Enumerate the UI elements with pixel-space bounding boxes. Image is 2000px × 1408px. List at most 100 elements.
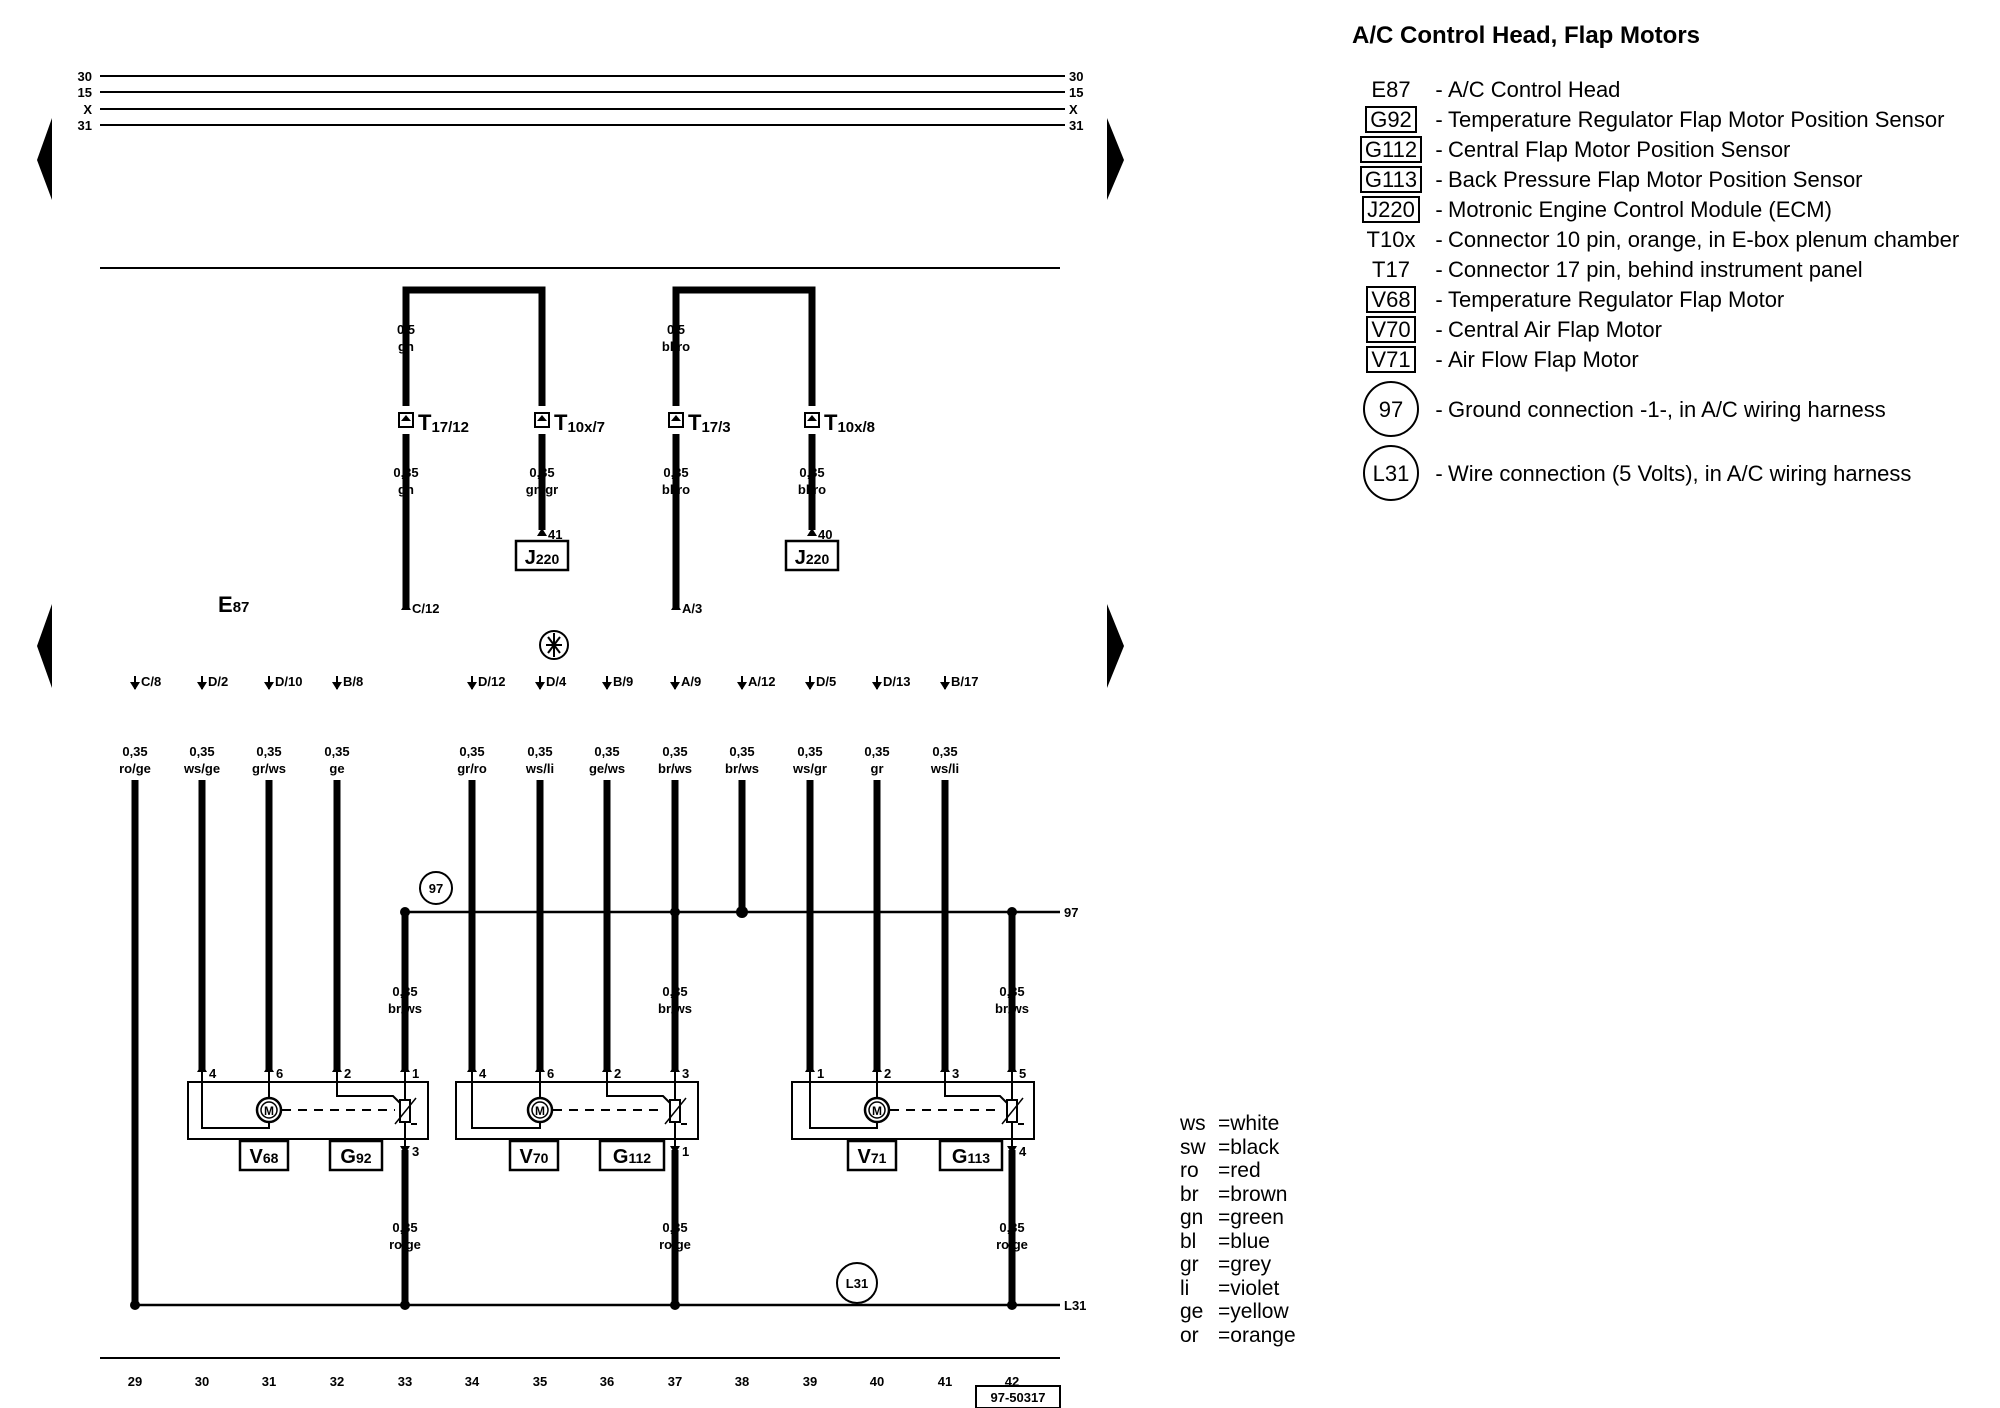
color-name: grey (1230, 1253, 1272, 1276)
color-code-item: br= brown (1180, 1183, 1296, 1207)
color-abbr: bl (1180, 1229, 1197, 1253)
color-code-item: gr= grey (1180, 1253, 1296, 1277)
legend-item: 97-Ground connection -1-, in A/C wiring … (1352, 381, 1982, 437)
track-number: 38 (735, 1374, 749, 1389)
pin-label: 4 (1019, 1144, 1027, 1159)
legend-code: T17 (1352, 256, 1430, 283)
legend-code-text: T10x (1366, 227, 1416, 252)
color-code-item: gn= green (1180, 1206, 1296, 1230)
color-equals: = (1218, 1253, 1231, 1276)
wire-color: gr/ro (457, 761, 487, 776)
legend-description: Wire connection (5 Volts), in A/C wiring… (1448, 460, 1912, 486)
ref-code-box (975, 1385, 1061, 1408)
color-name: green (1230, 1206, 1284, 1229)
legend-item: V71-Air Flow Flap Motor (1352, 346, 1982, 373)
wire-size: 0,5 (667, 322, 685, 337)
wire-size: 0,35 (256, 744, 281, 759)
color-name: yellow (1230, 1300, 1289, 1323)
e87-pin-label: A/9 (681, 674, 701, 689)
wire-size: 0,35 (662, 744, 687, 759)
motor-component-label: V70 (520, 1146, 549, 1168)
svg-text:br/ws: br/ws (388, 1001, 422, 1016)
legend-item: G92-Temperature Regulator Flap Motor Pos… (1352, 106, 1982, 133)
wire-size: 0,35 (663, 465, 688, 480)
wire-color: bl/ro (798, 482, 826, 497)
motor-symbol-icon: M (526, 1096, 554, 1124)
wire-size: 0,35 (122, 744, 147, 759)
legend-description: Temperature Regulator Flap Motor (1448, 287, 1785, 312)
pin-label: A/3 (682, 601, 702, 616)
page-left-arrow-bottom[interactable] (37, 604, 52, 688)
bus-label: X (83, 102, 92, 117)
wire-size: 0,35 (799, 465, 824, 480)
pin-arrow (805, 682, 815, 690)
legend-code: T10x (1352, 226, 1430, 253)
wire-size: 0,35 (529, 465, 554, 480)
pin-label: 41 (548, 527, 562, 542)
pin-arrow (602, 682, 612, 690)
e87-pin-label: D/12 (478, 674, 505, 689)
wire-size: 0,35 (324, 744, 349, 759)
color-equals: = (1218, 1135, 1231, 1159)
pin-label: 2 (344, 1066, 351, 1081)
track-number: 37 (668, 1374, 682, 1389)
color-name: orange (1230, 1323, 1296, 1347)
wire-color: ws/li (930, 761, 959, 776)
color-code-item: or= orange (1180, 1324, 1296, 1348)
legend-description: A/C Control Head (1448, 77, 1621, 102)
color-name: white (1230, 1112, 1280, 1135)
motor-component-label: V71 (858, 1146, 887, 1168)
legend-item: J220-Motronic Engine Control Module (ECM… (1352, 196, 1982, 223)
svg-text:0,35: 0,35 (999, 1220, 1024, 1235)
page-left-arrow-top[interactable] (37, 118, 52, 200)
wire-color: gn/gr (526, 482, 559, 497)
color-abbr: or (1180, 1323, 1199, 1347)
color-code-item: bl= blue (1180, 1230, 1296, 1254)
connector-label: T17/3 (688, 410, 731, 436)
legend-dash: - (1435, 227, 1443, 252)
svg-text:M: M (264, 1104, 274, 1118)
legend-description: Connector 17 pin, behind instrument pane… (1448, 257, 1863, 282)
track-number: 40 (870, 1374, 884, 1389)
ground-97-label: 97 (429, 881, 443, 896)
legend-dash: - (1435, 287, 1443, 312)
legend-panel: A/C Control Head, Flap Motors E87-A/C Co… (1352, 22, 1982, 507)
wire-color: br/ws (725, 761, 759, 776)
e87-pin-label: D/4 (546, 674, 567, 689)
svg-text:M: M (535, 1104, 545, 1118)
pin-arrow (670, 682, 680, 690)
motor-component-box (846, 1139, 898, 1172)
pin-label: 2 (884, 1066, 891, 1081)
ground-drops: 0,35 br/ws 0,35 br/ws 0,35 br/ws (388, 912, 1029, 1070)
wire-size: 0,5 (397, 322, 415, 337)
wire-color: br/ws (658, 761, 692, 776)
legend-code-text: T17 (1372, 257, 1410, 282)
legend-description: Back Pressure Flap Motor Position Sensor (1448, 167, 1863, 192)
wire-color: bl/ro (662, 482, 690, 497)
bus-label: 31 (78, 118, 92, 133)
page-right-arrow-top[interactable] (1107, 118, 1124, 200)
legend-dash: - (1435, 347, 1443, 372)
e87-label: E87 (218, 592, 249, 617)
legend-item: T10x-Connector 10 pin, orange, in E-box … (1352, 226, 1982, 253)
wire-size: 0,35 (459, 744, 484, 759)
motor-symbol-icon: M (255, 1096, 283, 1124)
color-abbr: br (1180, 1182, 1199, 1206)
legend-code-text: G113 (1359, 166, 1423, 193)
legend-code: G112 (1352, 136, 1430, 163)
bus-label: 31 (1069, 118, 1083, 133)
e87-wires (131, 780, 949, 1305)
track-number: 30 (195, 1374, 209, 1389)
sensor-component-label: G112 (613, 1146, 651, 1168)
svg-text:M: M (872, 1104, 882, 1118)
page-right-arrow-bottom[interactable] (1107, 604, 1124, 688)
legend-code-text: G112 (1359, 136, 1423, 163)
wire-color: gn (398, 339, 414, 354)
track-number: 33 (398, 1374, 412, 1389)
bus-labels-right: 30 15 X 31 (1069, 69, 1083, 133)
color-code-item: ge= yellow (1180, 1300, 1296, 1324)
bus-label: 30 (1069, 69, 1083, 84)
svg-text:ro/ge: ro/ge (996, 1237, 1028, 1252)
